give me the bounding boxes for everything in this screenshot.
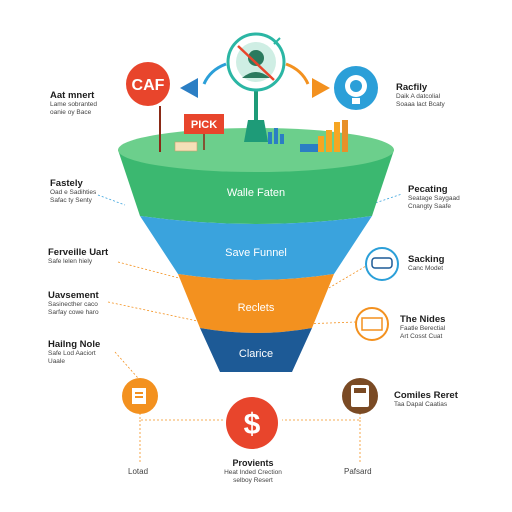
caf-badge: CAF <box>126 62 170 152</box>
label-right-1: Racfily Daik A datcolial Soaaa lact Bcat… <box>396 82 445 108</box>
label-left-3: Ferveille Uart Safe lelen hiely <box>48 247 109 265</box>
funnel-label-3: Reclets <box>238 302 275 314</box>
label-bottom-left: Lotad <box>128 467 149 476</box>
pick-sign-text: PICK <box>191 119 217 131</box>
connector-uavsement <box>107 301 203 323</box>
funnel-segment-orange <box>178 274 334 333</box>
funnel-label-1: Walle Faten <box>227 187 285 199</box>
label-bottom-right: Pafsard <box>344 467 372 476</box>
top-emblem <box>180 32 330 142</box>
connector-hailng <box>114 351 139 379</box>
label-right-4: The Nides Faatle Berectial Art Cosst Cua… <box>400 314 446 340</box>
label-left-5: Hailng Nole Safe Lod Aaciort Uaale <box>48 339 101 365</box>
funnel-segment-navy <box>200 328 312 372</box>
label-right-5: Comiles Reret Taa Dapal Caatias <box>394 390 458 408</box>
dollar-icon: $ <box>226 397 278 449</box>
funnel-segment-blue <box>140 216 372 280</box>
ticket-icon <box>355 307 389 341</box>
funnel-top-ellipse <box>118 128 394 172</box>
bulb-icon <box>334 66 378 110</box>
label-left-1: Aat mnert Lame sobranted oanie oy Bace <box>50 90 97 116</box>
document-icon <box>122 378 158 414</box>
label-bottom-center: Provients Heat Inded Crection selboy Res… <box>224 458 282 484</box>
connector-pecating <box>371 193 403 205</box>
label-left-2: Fastely Oad e Sadihties Safac ty Senty <box>50 178 97 204</box>
funnel-label-2: Save Funnel <box>225 247 287 259</box>
pick-sign: PICK <box>184 114 224 150</box>
connector-fastely <box>97 194 126 206</box>
rim-decorations <box>174 120 348 152</box>
truck-icon <box>365 247 399 281</box>
connector-sacking <box>321 265 367 293</box>
label-left-4: Uavsement Sasinecther caco Sarfay cowe h… <box>48 290 99 316</box>
calculator-icon <box>342 378 378 414</box>
funnel-label-4: Clarice <box>239 348 273 360</box>
caf-badge-text: CAF <box>132 77 165 94</box>
label-right-3: Sacking Canc Modet <box>408 254 445 272</box>
label-right-2: Pecating Seatage Saygaad Cnangty Saafe <box>408 184 460 210</box>
svg-text:$: $ <box>244 408 261 441</box>
